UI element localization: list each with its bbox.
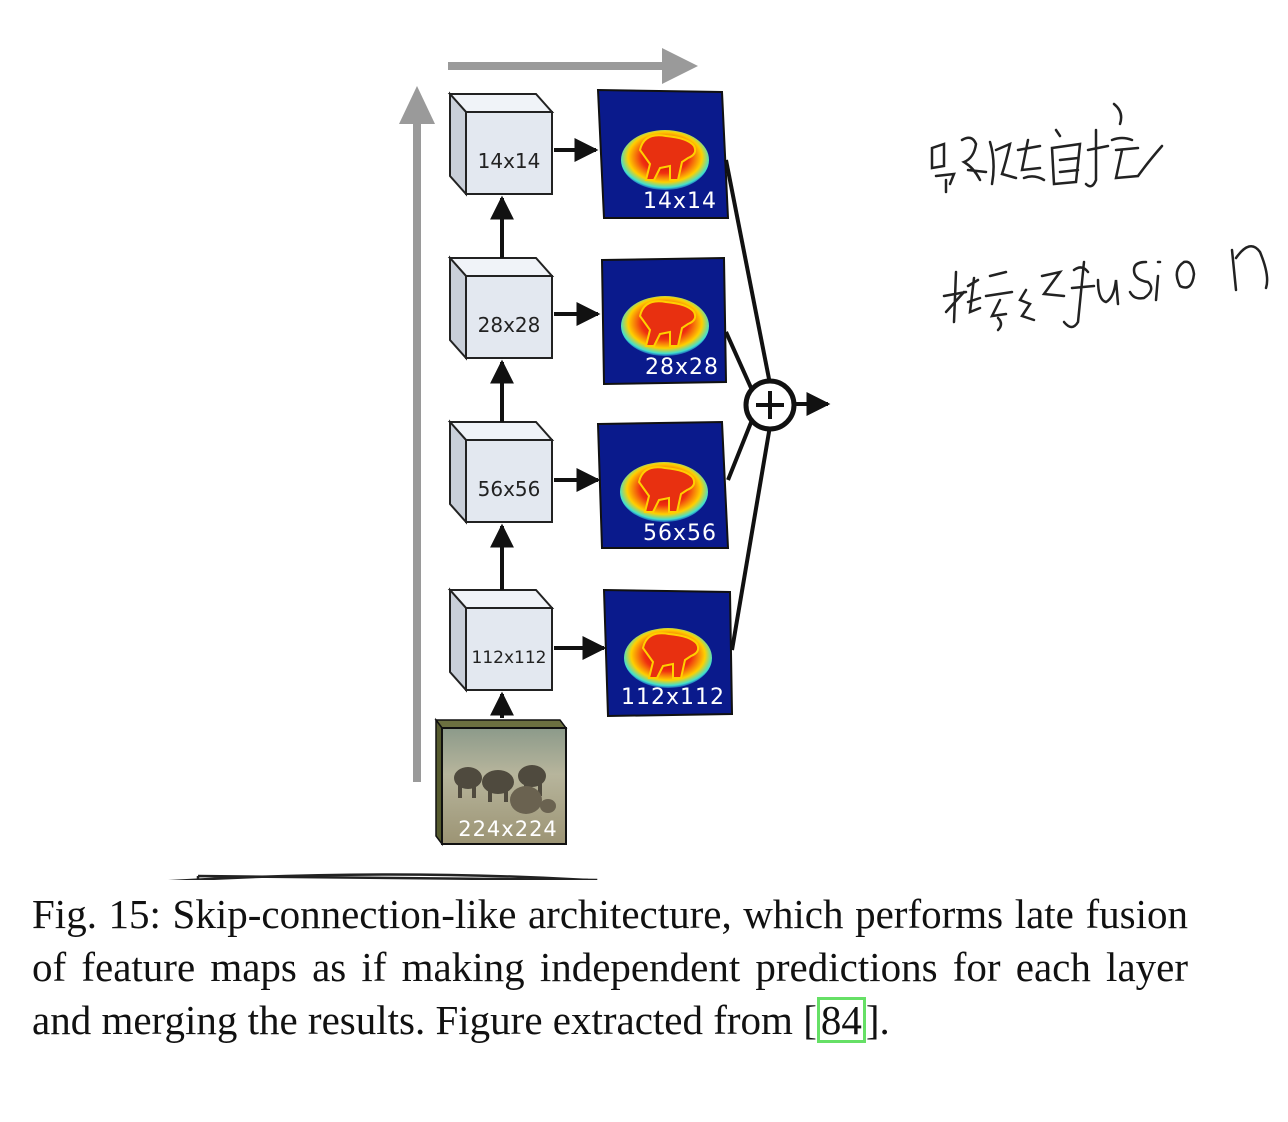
handwritten-note-top — [930, 102, 1164, 194]
box-label-56: 56x56 — [478, 477, 541, 501]
box-label-14: 14x14 — [478, 149, 541, 173]
top-gray-arrow — [448, 48, 698, 84]
feature-box-28: 28x28 — [447, 255, 555, 361]
feature-box-14: 14x14 — [447, 91, 555, 197]
fusion-node — [743, 378, 797, 432]
box-label-28: 28x28 — [478, 313, 541, 337]
caption-markup — [168, 873, 598, 880]
heatmap-112: 112x112 — [602, 588, 734, 718]
caption-part2: of feature maps as if making independent… — [32, 891, 1199, 1043]
input-image-label: 224x224 — [458, 817, 558, 841]
citation-link[interactable]: 84 — [816, 997, 866, 1043]
architecture-diagram: 14x14 28x28 56x56 112x112 14x14 — [168, 48, 1269, 880]
caption-highlighted: Skip-connection-like — [172, 891, 517, 937]
heatmap-label-14: 14x14 — [643, 189, 717, 214]
caption-circled: fusion — [1085, 891, 1188, 937]
box-label-112: 112x112 — [472, 648, 547, 668]
feature-box-56: 56x56 — [447, 419, 555, 525]
handwritten-note-bottom — [942, 245, 1269, 332]
caption-prefix: Fig. 15: — [32, 891, 173, 937]
figure-caption: Fig. 15: Skip-connection-like architectu… — [32, 888, 1188, 1047]
elephants-photo — [454, 765, 556, 814]
box-to-map-arrows — [554, 138, 607, 660]
heatmap-56: 56x56 — [596, 420, 730, 549]
input-image: 224x224 — [434, 717, 568, 847]
caption-part1: architecture, which performs late — [516, 891, 1086, 937]
heatmap-14: 14x14 — [596, 88, 730, 219]
heatmap-28: 28x28 — [600, 256, 728, 386]
feature-box-112: 112x112 — [447, 587, 555, 693]
heatmap-label-56: 56x56 — [643, 521, 717, 546]
heatmap-label-112: 112x112 — [621, 685, 725, 710]
caption-suffix: ]. — [865, 997, 890, 1043]
heatmap-label-28: 28x28 — [645, 355, 719, 380]
fusion-lines — [724, 159, 772, 651]
left-gray-arrow — [399, 86, 435, 782]
